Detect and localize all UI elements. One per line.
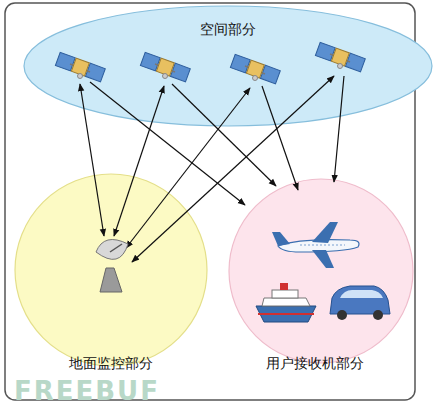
- region-outline: [224, 172, 418, 378]
- region-label: 空间部分: [200, 21, 256, 38]
- region-node: 地面监控部分: [10, 170, 212, 378]
- region-label: 地面监控部分: [69, 355, 153, 372]
- region-outline: [10, 170, 212, 378]
- region-label: 用户接收机部分: [266, 355, 364, 372]
- region-node: 用户接收机部分: [224, 172, 418, 378]
- region-node: 空间部分: [23, 5, 433, 127]
- watermark: FREEBUF: [14, 376, 160, 406]
